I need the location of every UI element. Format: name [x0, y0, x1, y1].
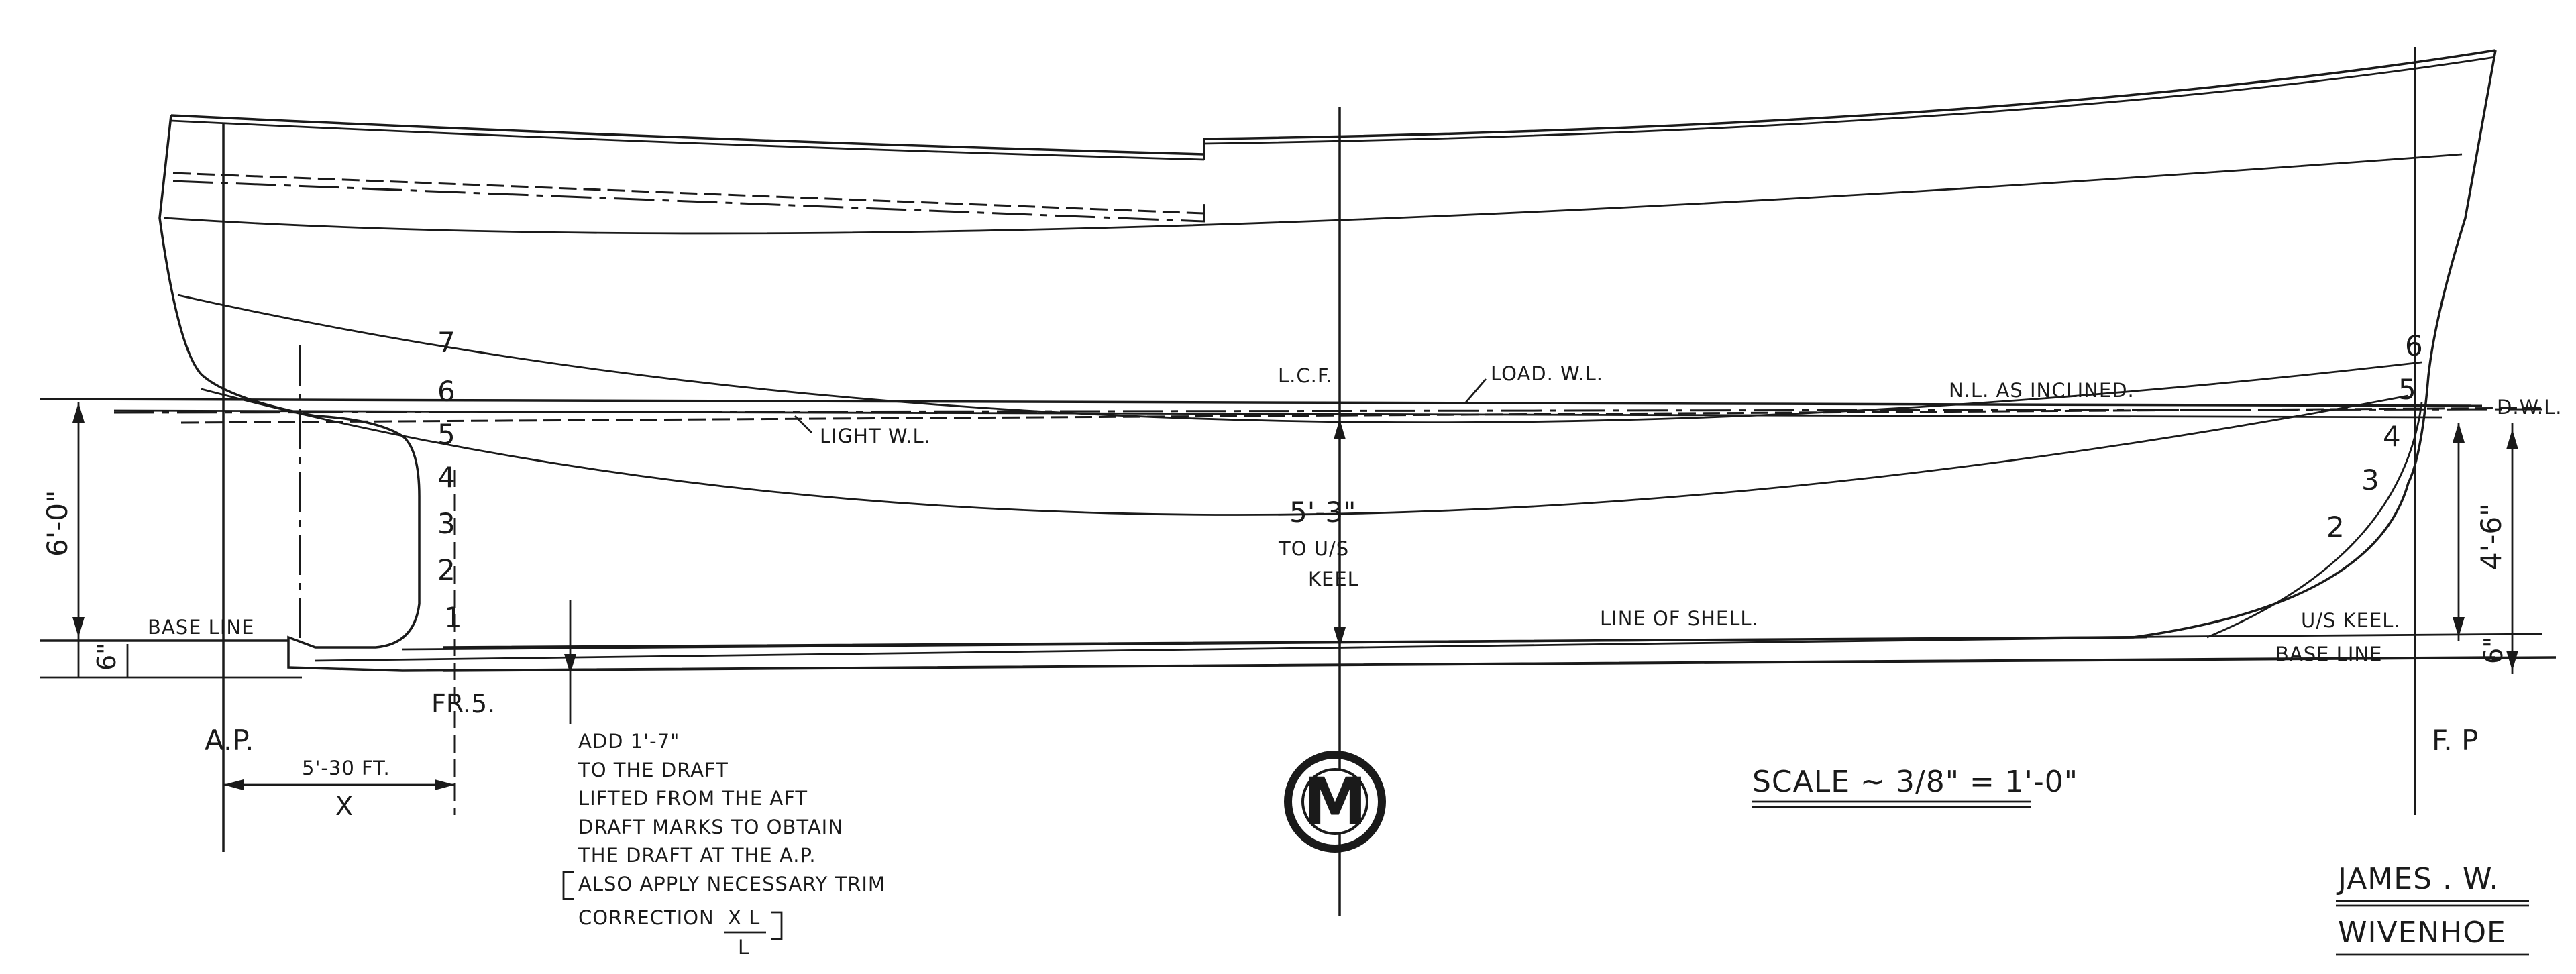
- us-keel-line: [402, 633, 2543, 651]
- draft-mark-fwd: 3: [2361, 464, 2379, 496]
- dim-5ft3-line3: KEEL: [1308, 567, 1359, 590]
- us-keel-label: U/S KEEL.: [2301, 609, 2401, 632]
- strake-line-2: [201, 388, 2409, 516]
- note-line-5: THE DRAFT AT THE A.P.: [578, 844, 816, 867]
- draft-mark-fwd: 4: [2383, 420, 2401, 453]
- note-line-1: ADD 1'-7": [578, 730, 680, 753]
- sheer-line: [170, 114, 1205, 156]
- title-block: JAMES . W. WIVENHOE: [2336, 862, 2529, 956]
- bulwark-dashdot: [172, 180, 1205, 223]
- dim-x-letter: X: [335, 792, 353, 821]
- title-line-1: JAMES . W.: [2336, 862, 2499, 896]
- raised-deck-rail: [1203, 56, 2496, 145]
- note-frac-den: L: [738, 936, 749, 959]
- draft-mark-fwd: 6: [2405, 329, 2423, 362]
- scale-note: SCALE ~ 3/8" = 1'-0": [1752, 765, 2078, 808]
- dim-x-value: 5'-30 FT.: [302, 757, 390, 779]
- load-waterline: [40, 398, 2483, 407]
- light-wl-label: LIGHT W.L.: [820, 425, 931, 447]
- midship-logo: M: [1284, 751, 1386, 853]
- aft-draft-marks: 7 6 5 4 3 2 1: [437, 326, 462, 634]
- dim-6in-right-label: 6": [2479, 636, 2508, 664]
- sheer-line-lower: [170, 119, 1205, 161]
- dimensions: [40, 378, 2518, 790]
- draft-mark-aft: 6: [437, 375, 455, 408]
- nl-inclined-label: N.L. AS INCLINED.: [1949, 379, 2135, 402]
- fp-label: F. P: [2432, 724, 2478, 757]
- note-bracket-close: [771, 911, 783, 940]
- base-line-right: [442, 656, 2557, 672]
- note-line-7: CORRECTION: [578, 906, 714, 929]
- scale-label: SCALE ~ 3/8" = 1'-0": [1752, 765, 2078, 799]
- lcf-label: L.C.F.: [1278, 364, 1333, 387]
- dim-5ft3-line2: TO U/S: [1278, 537, 1349, 560]
- note-line-4: DRAFT MARKS TO OBTAIN: [578, 816, 843, 838]
- logo-letter: M: [1303, 764, 1367, 839]
- note-line-2: TO THE DRAFT: [578, 759, 729, 781]
- base-line-label-left: BASE LINE: [148, 616, 254, 639]
- note-line-3: LIFTED FROM THE AFT: [578, 787, 808, 810]
- strake-line-1: [177, 294, 2422, 424]
- title-line-2: WIVENHOE: [2338, 916, 2506, 950]
- ap-label: A.P.: [205, 724, 254, 757]
- draft-mark-aft: 7: [437, 326, 455, 359]
- note-line-6: ALSO APPLY NECESSARY TRIM: [578, 873, 885, 896]
- bulwark-dashed: [172, 172, 1205, 215]
- dim-6in-left-label: 6": [92, 643, 121, 671]
- dwl-label: D.W.L.: [2497, 396, 2563, 419]
- draft-mark-aft: 5: [437, 418, 455, 451]
- note-bracket-open: [562, 871, 574, 900]
- load-wl-label: LOAD. W.L.: [1491, 362, 1603, 385]
- strake-lines: [164, 153, 2463, 639]
- waterlines: [40, 398, 2557, 672]
- raised-deck-step: [1203, 49, 2496, 160]
- stern-profile: [158, 115, 421, 663]
- draft-mark-aft: 4: [437, 461, 455, 494]
- dim-5ft3-line1: 5'-3": [1289, 496, 1356, 529]
- draft-mark-fwd: 2: [2326, 510, 2345, 543]
- draft-mark-aft: 1: [444, 601, 462, 634]
- note-frac-num: X L: [728, 906, 760, 929]
- bow-inner-line: [2206, 402, 2423, 639]
- draft-mark-aft: 3: [437, 507, 455, 540]
- dim-6ft-label: 6'-0": [41, 490, 74, 557]
- draft-note: ADD 1'-7" TO THE DRAFT LIFTED FROM THE A…: [562, 730, 885, 959]
- line-of-shell-label: LINE OF SHELL.: [1600, 607, 1759, 630]
- base-line-label-right: BASE LINE: [2275, 643, 2382, 665]
- drawing-labels: L.C.F. LOAD. W.L. N.L. AS INCLINED. D.W.…: [41, 362, 2563, 821]
- dim-4ft6-label: 4'-6": [2475, 504, 2508, 570]
- light-waterline: [180, 407, 2543, 424]
- draft-mark-fwd: 5: [2398, 373, 2416, 406]
- fr5-label: FR.5.: [431, 689, 495, 718]
- fwd-draft-marks: 6 5 4 3 2: [2326, 329, 2423, 543]
- keel-inner: [315, 636, 2147, 662]
- bulwark-line: [164, 153, 2463, 235]
- draft-mark-aft: 2: [437, 553, 455, 586]
